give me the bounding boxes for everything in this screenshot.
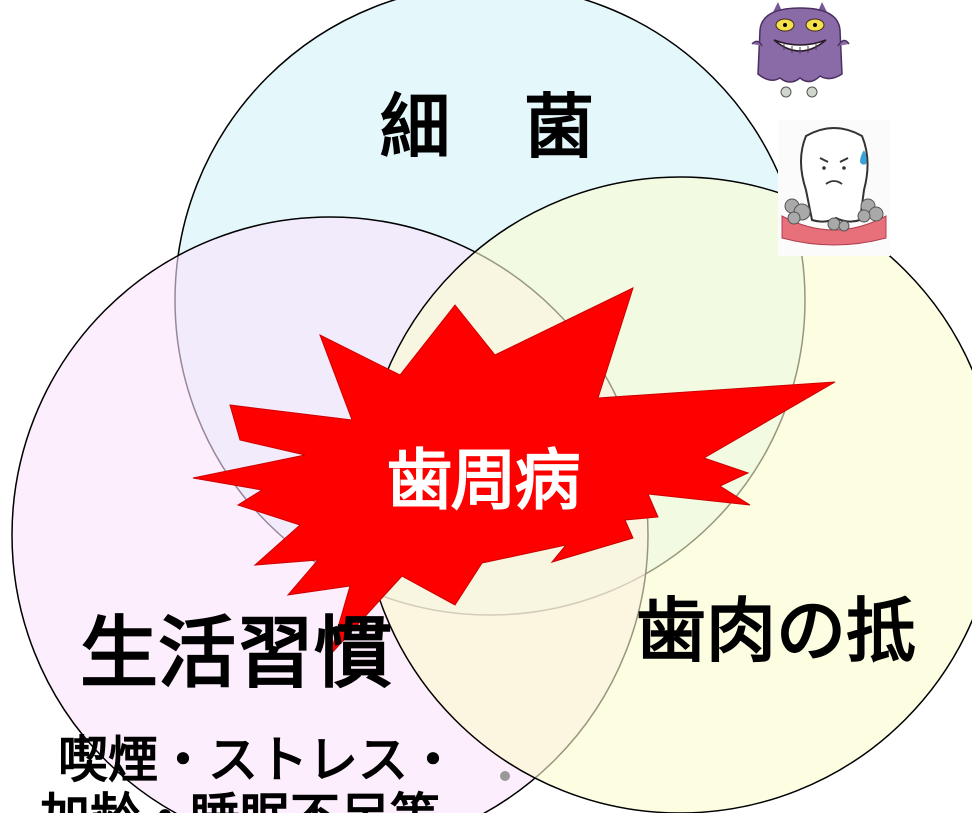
worried-tooth-icon <box>778 120 890 256</box>
germ-monster-icon <box>750 0 850 98</box>
germ-monster-image <box>750 0 850 98</box>
worried-tooth-image <box>778 120 890 256</box>
lifestyle-detail-line1: 喫煙・ストレス・ <box>58 731 458 789</box>
edge-dot <box>500 771 510 781</box>
periodontal-disease-label: 歯周病 <box>386 442 581 519</box>
burst-shape <box>192 287 836 656</box>
gum-resistance-label: 歯肉の抵 <box>636 590 916 672</box>
bacteria-label: 細 菌 <box>380 86 596 168</box>
lifestyle-detail-line2: 加齢・睡眠不足等 <box>40 792 440 813</box>
lifestyle-label: 生活習慣 <box>80 609 393 699</box>
